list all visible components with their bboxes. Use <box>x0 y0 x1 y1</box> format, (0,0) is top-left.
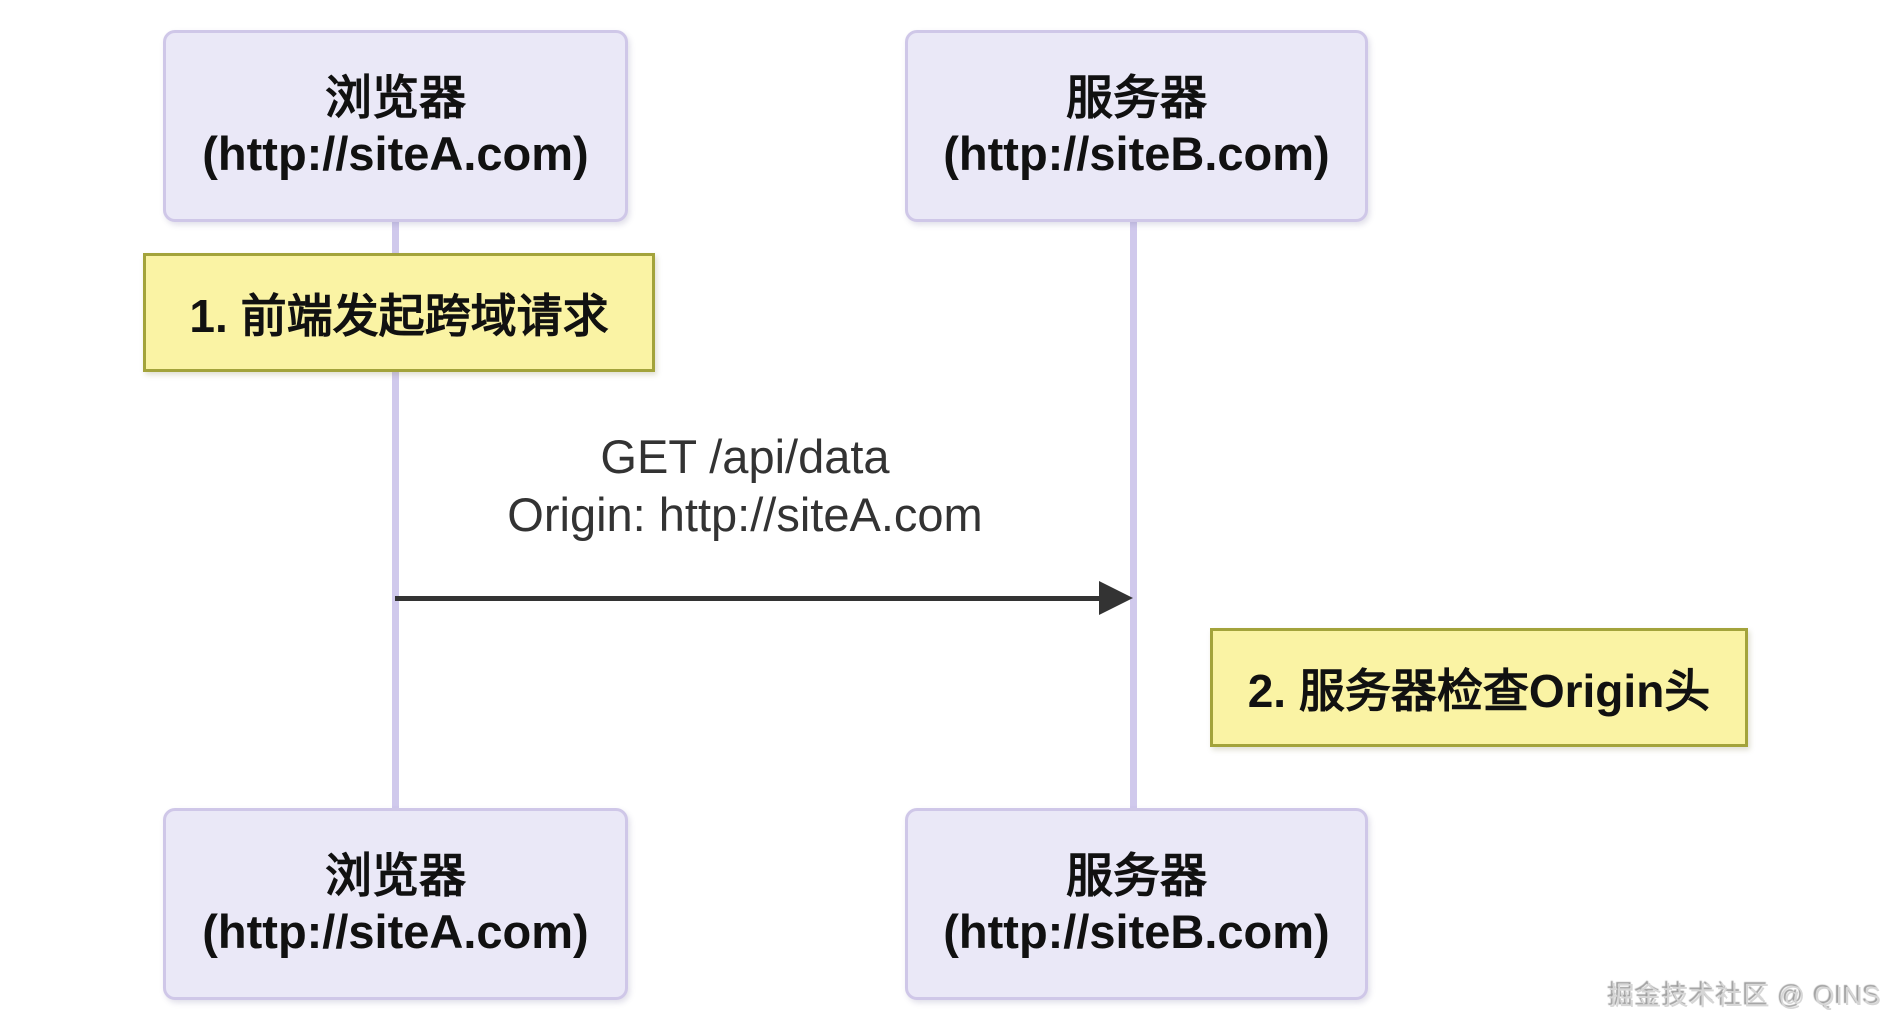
watermark: 掘金技术社区 @ QINS <box>1608 981 1882 1011</box>
message-line-origin: Origin: http://siteA.com <box>507 488 983 541</box>
actor-box-server-top: 服务器 (http://siteB.com) <box>905 30 1368 222</box>
actor-box-browser-bottom: 浏览器 (http://siteA.com) <box>163 808 628 1000</box>
actor-origin-browser: (http://siteA.com) <box>202 127 589 180</box>
actor-box-browser-top: 浏览器 (http://siteA.com) <box>163 30 628 222</box>
actor-origin-server: (http://siteB.com) <box>943 905 1330 958</box>
actor-name-server: 服务器 <box>1066 849 1207 902</box>
actor-origin-server: (http://siteB.com) <box>943 127 1330 180</box>
note-server-check-label: 2. 服务器检查Origin头 <box>1247 664 1711 717</box>
actor-name-browser: 浏览器 <box>325 71 466 124</box>
request-arrow-line <box>395 596 1105 601</box>
lifeline-server <box>1130 222 1137 808</box>
request-arrowhead-icon <box>1099 581 1133 615</box>
note-frontend-request-label: 1. 前端发起跨域请求 <box>189 289 609 342</box>
note-server-check: 2. 服务器检查Origin头 <box>1210 628 1748 747</box>
lifeline-browser <box>392 222 399 808</box>
actor-name-server: 服务器 <box>1066 71 1207 124</box>
actor-box-server-bottom: 服务器 (http://siteB.com) <box>905 808 1368 1000</box>
message-label: GET /api/data Origin: http://siteA.com <box>375 428 1115 544</box>
actor-origin-browser: (http://siteA.com) <box>202 905 589 958</box>
actor-name-browser: 浏览器 <box>325 849 466 902</box>
note-frontend-request: 1. 前端发起跨域请求 <box>143 253 655 372</box>
message-line-method: GET /api/data <box>600 430 890 483</box>
